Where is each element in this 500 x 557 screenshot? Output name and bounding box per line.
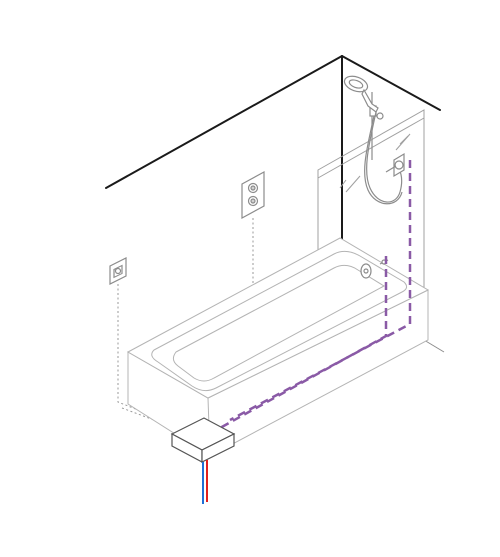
shower-head [343, 75, 384, 120]
wall-outlet [385, 152, 405, 178]
bathtub [126, 237, 430, 457]
digital-controller [241, 170, 265, 220]
remote-button [109, 257, 127, 285]
floor-corner-line [423, 339, 445, 353]
shower-hose [364, 111, 403, 205]
wall-outline [105, 55, 441, 259]
processor-box [170, 417, 236, 463]
concealed-pipework [219, 160, 412, 430]
